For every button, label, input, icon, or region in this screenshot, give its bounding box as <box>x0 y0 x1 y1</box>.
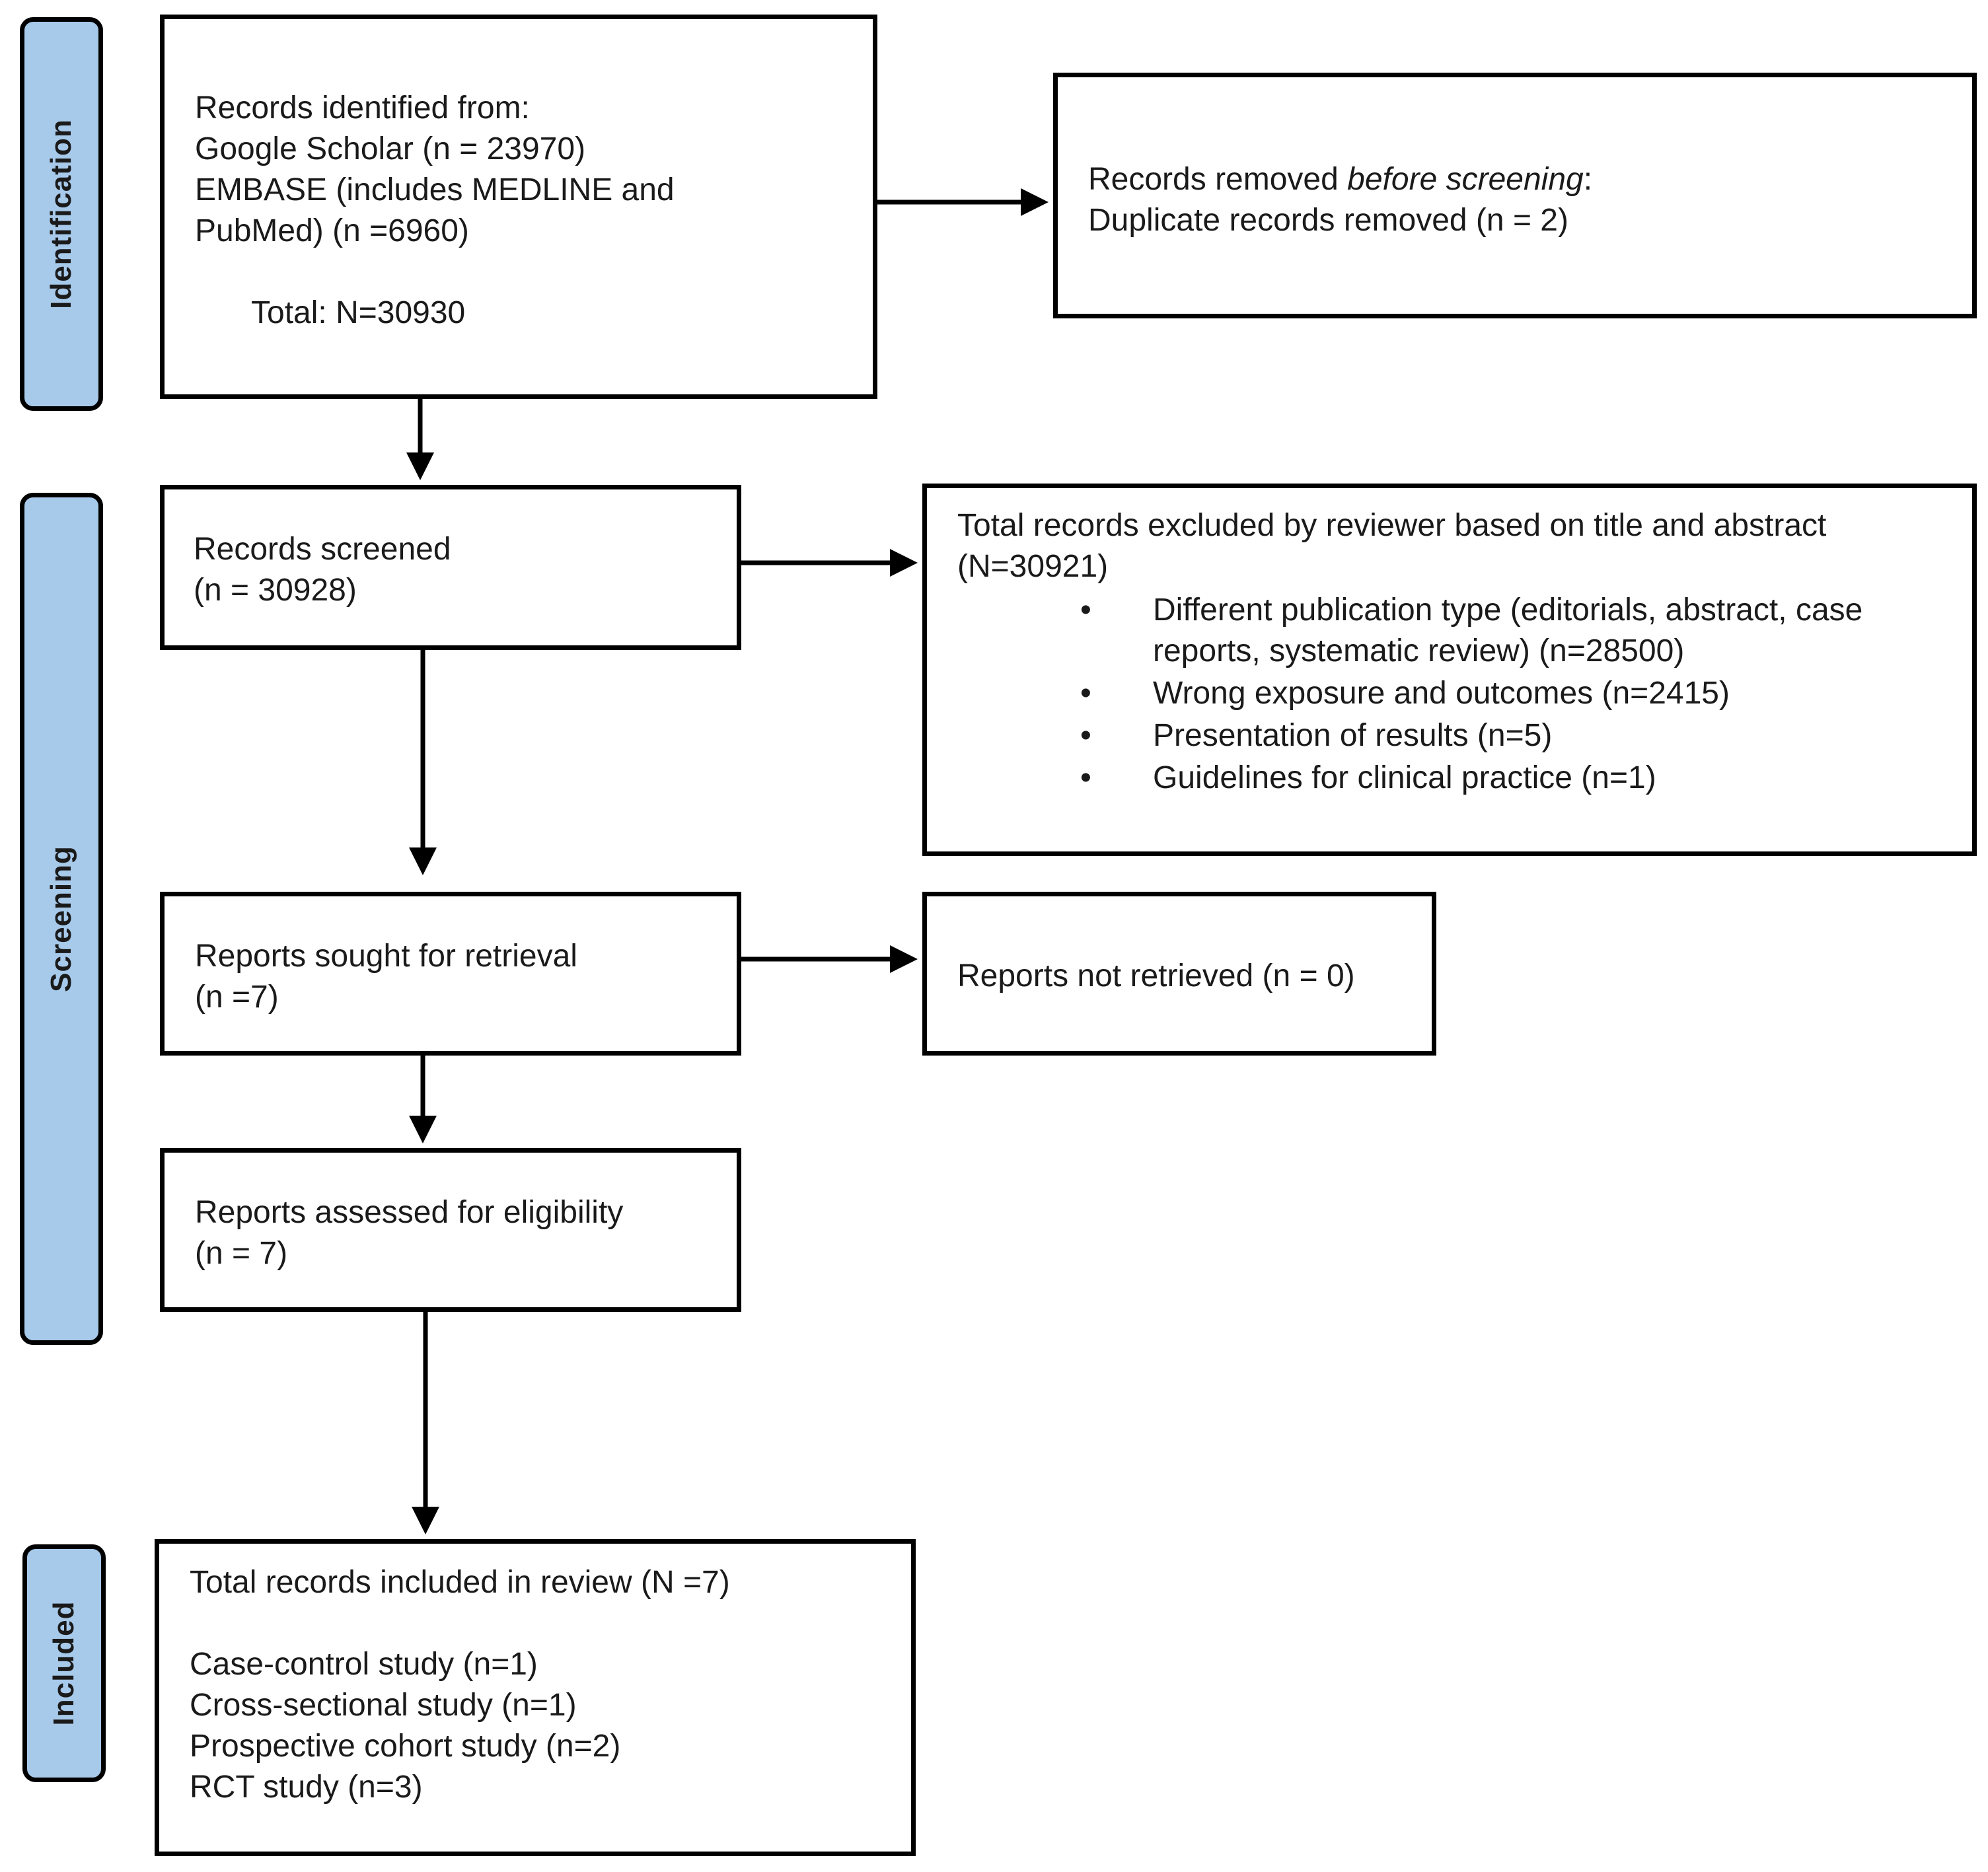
included-study: Case-control study (n=1) <box>190 1647 538 1682</box>
assessed-line-1: Reports assessed for eligibility <box>195 1195 624 1230</box>
assessed-line-2: (n = 7) <box>195 1236 288 1271</box>
excluded-box: Total records excluded by reviewer based… <box>922 484 1977 856</box>
included-study: Cross-sectional study (n=1) <box>190 1688 577 1723</box>
screened-line-2: (n = 30928) <box>194 573 357 608</box>
removed-line-2: Duplicate records removed (n = 2) <box>1088 203 1568 238</box>
identification-line-3: EMBASE (includes MEDLINE and <box>195 172 675 207</box>
removed-emphasis: before screening <box>1347 162 1584 197</box>
screened-box: Records screened (n = 30928) <box>160 485 741 650</box>
excluded-reason: Different publication type (editorials, … <box>957 590 1959 672</box>
identification-line-1: Records identified from: <box>195 90 530 126</box>
assessed-box: Reports assessed for eligibility (n = 7) <box>160 1148 741 1312</box>
removed-box: Records removed before screening: Duplic… <box>1053 73 1977 318</box>
excluded-reason: Guidelines for clinical practice (n=1) <box>957 758 1959 799</box>
sought-box: Reports sought for retrieval (n =7) <box>160 892 741 1056</box>
excluded-reason: Presentation of results (n=5) <box>957 715 1959 756</box>
included-box: Total records included in review (N =7) … <box>155 1539 916 1856</box>
not-retrieved-line-1: Reports not retrieved (n = 0) <box>957 958 1355 993</box>
screened-line-1: Records screened <box>194 532 451 567</box>
phase-included: Included <box>22 1544 106 1782</box>
phase-identification: Identification <box>20 17 103 411</box>
sought-line-1: Reports sought for retrieval <box>195 939 577 974</box>
removed-suffix: : <box>1583 162 1593 197</box>
sought-line-2: (n =7) <box>195 980 279 1015</box>
excluded-line-2: (N=30921) <box>957 549 1109 584</box>
identification-line-4: PubMed) (n =6960) <box>195 213 469 248</box>
removed-prefix: Records removed <box>1088 162 1348 197</box>
phase-screening: Screening <box>20 493 103 1345</box>
included-study: Prospective cohort study (n=2) <box>190 1729 621 1764</box>
not-retrieved-box: Reports not retrieved (n = 0) <box>922 892 1436 1056</box>
included-line-1: Total records included in review (N =7) <box>190 1565 730 1600</box>
identification-total: Total: N=30930 <box>251 295 466 330</box>
removed-line-1: Records removed before screening: <box>1088 159 1972 200</box>
included-study: RCT study (n=3) <box>190 1770 423 1805</box>
identification-box: Records identified from: Google Scholar … <box>160 15 877 399</box>
excluded-line-1: Total records excluded by reviewer based… <box>957 508 1827 543</box>
excluded-reason: Wrong exposure and outcomes (n=2415) <box>957 673 1959 714</box>
identification-line-2: Google Scholar (n = 23970) <box>195 131 586 166</box>
excluded-reasons-list: Different publication type (editorials, … <box>957 590 1959 799</box>
